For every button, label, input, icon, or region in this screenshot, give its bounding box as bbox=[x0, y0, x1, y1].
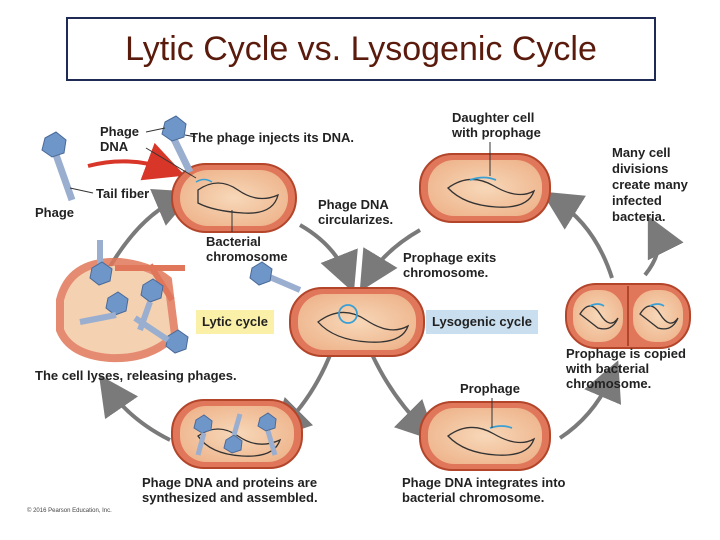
arrow-daughter-cycle-right bbox=[643, 215, 684, 277]
arrow-integrate-to-copied bbox=[558, 360, 622, 440]
label-many-cell-divisions: Many cell divisions create many infected… bbox=[612, 145, 688, 224]
label-phage-dna-circularizes: Phage DNA circularizes. bbox=[318, 197, 394, 227]
cell-synthesize bbox=[171, 399, 303, 469]
arrow-synthesize-to-lyse bbox=[98, 374, 171, 442]
copyright-text: © 2016 Pearson Education, Inc. bbox=[27, 508, 112, 514]
released-phage-icon bbox=[89, 240, 113, 286]
label-phage: Phage bbox=[35, 205, 75, 220]
label-phage-dna: Phage DNA bbox=[100, 124, 140, 154]
arrow-injection-to-circularize bbox=[299, 223, 358, 293]
page-title: Lytic Cycle vs. Lysogenic Cycle bbox=[125, 29, 597, 68]
lysogenic-cycle-tag: Lysogenic cycle bbox=[426, 310, 538, 334]
title-box: Lytic Cycle vs. Lysogenic Cycle bbox=[66, 17, 656, 81]
label-prophage-exits: Prophage exits chromosome. bbox=[403, 250, 497, 280]
assembling-phage-icon bbox=[193, 414, 213, 456]
cell-center bbox=[289, 287, 425, 357]
released-phage-icon bbox=[79, 291, 129, 325]
cell-daughter bbox=[419, 153, 551, 223]
arrow-center-to-integrate bbox=[368, 349, 437, 442]
label-phage-injects: The phage injects its DNA. bbox=[190, 130, 354, 145]
label-prophage: Prophage bbox=[460, 381, 520, 396]
released-phage-icon bbox=[133, 315, 189, 354]
label-tail-fiber: Tail fiber bbox=[96, 186, 150, 201]
inject-arrow bbox=[87, 142, 185, 181]
injecting-phage-icon bbox=[161, 115, 194, 174]
label-prophage-copied: Prophage is copied with bacterial chromo… bbox=[566, 346, 686, 391]
leader-lines bbox=[69, 127, 493, 428]
lytic-cycle-tag: Lytic cycle bbox=[196, 310, 275, 334]
label-daughter-cell: Daughter cell with prophage bbox=[452, 110, 541, 140]
arrow-copied-to-daughter bbox=[541, 191, 614, 279]
label-bacterial-chromosome: Bacterial chromosome bbox=[206, 234, 288, 264]
assembling-phage-icon bbox=[223, 413, 243, 454]
label-cell-lyses: The cell lyses, releasing phages. bbox=[35, 368, 237, 383]
cycle-arrows bbox=[98, 188, 684, 442]
cell-dividing bbox=[565, 283, 691, 349]
phage-icons bbox=[41, 115, 302, 456]
assembling-phage-icon bbox=[257, 412, 278, 456]
free-phage-icon bbox=[41, 131, 76, 202]
bacterial-chromosome-phage-icon bbox=[249, 261, 302, 293]
arrow-daughter-to-center bbox=[359, 228, 421, 292]
label-synthesized: Phage DNA and proteins are synthesized a… bbox=[142, 475, 318, 505]
cell-integrate bbox=[419, 401, 551, 471]
label-integrates: Phage DNA integrates into bacterial chro… bbox=[402, 475, 566, 505]
cell-injection bbox=[171, 163, 297, 233]
